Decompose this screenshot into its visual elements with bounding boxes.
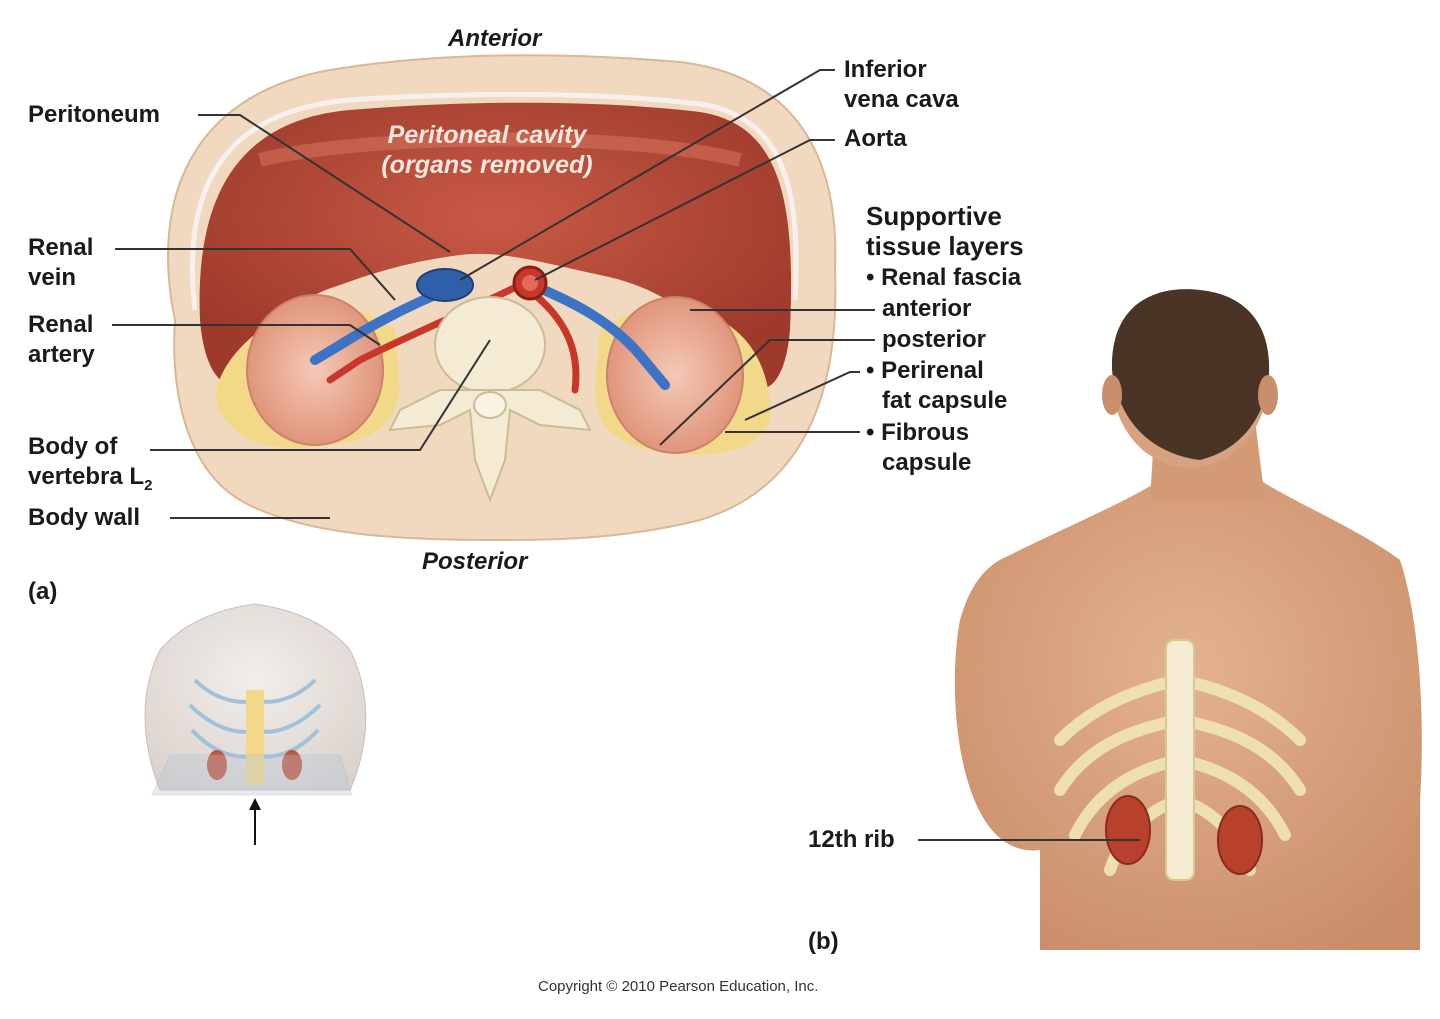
kidney-inset-right <box>282 750 302 780</box>
ear-right <box>1258 375 1278 415</box>
kidney-inset-left <box>207 750 227 780</box>
label-ivc-line2: vena cava <box>844 86 959 113</box>
label-renal-vein: Renal vein <box>28 233 93 293</box>
torso-inset <box>144 603 367 845</box>
label-perirenal-line1: • Perirenal <box>866 357 984 384</box>
leader-renal-artery <box>112 324 381 346</box>
label-posterior: Posterior <box>422 548 528 575</box>
label-vertebra-sub: 2 <box>144 476 153 494</box>
section-plane <box>151 754 353 796</box>
label-body-wall: Body wall <box>28 504 141 531</box>
label-fascia-anterior: anterior <box>882 295 972 322</box>
view-arrow-head <box>249 798 261 810</box>
label-fascia-posterior: posterior <box>882 326 987 353</box>
label-vertebra-line2: vertebra L2 <box>28 462 152 501</box>
panel-a-tag: (a) <box>28 578 58 605</box>
kidney-left <box>246 294 384 446</box>
label-supportive-line2: tissue layers <box>866 231 1024 261</box>
spine-inset <box>246 690 264 785</box>
leader-ivc <box>459 69 835 281</box>
label-renal-vein-line2: vein <box>28 264 77 291</box>
label-vertebra: Body of vertebra L2 <box>28 432 152 501</box>
vertebral-body <box>434 296 546 394</box>
label-renal-artery-line1: Renal <box>28 311 94 338</box>
leader-vertebra <box>150 339 491 451</box>
label-renal-artery: Renal artery <box>28 310 95 370</box>
label-inferior-vena-cava: Inferior vena cava <box>844 55 959 115</box>
leader-posterior <box>659 339 875 446</box>
label-fibrous-line2: capsule <box>882 449 972 476</box>
label-renal-vein-line1: Renal <box>28 234 94 261</box>
inferior-vena-cava <box>416 268 474 302</box>
label-12th-rib: 12th rib <box>808 826 895 853</box>
panel-b-tag: (b) <box>808 928 839 955</box>
leader-peritoneum <box>198 114 451 253</box>
copyright-text: Copyright © 2010 Pearson Education, Inc. <box>538 978 819 995</box>
leader-perirenal <box>744 371 860 421</box>
leader-lines <box>112 69 875 519</box>
label-peritoneal-cavity: Peritoneal cavity (organs removed) <box>317 120 657 180</box>
ear-left <box>1102 375 1122 415</box>
spinal-canal <box>473 391 507 419</box>
renal-artery-left <box>326 281 524 384</box>
label-supportive-tissue: Supportive tissue layers <box>866 201 1024 261</box>
kidney-right <box>606 296 744 454</box>
label-renal-artery-line2: artery <box>28 341 95 368</box>
hair <box>1111 289 1270 460</box>
leader-aorta <box>534 139 835 281</box>
label-cavity-line2: (organs removed) <box>381 151 593 179</box>
label-fibrous-capsule: • Fibrous capsule <box>866 418 971 478</box>
label-vertebra-text: vertebra L <box>28 463 145 490</box>
back-kidney-right <box>1217 805 1263 875</box>
renal-artery-right <box>531 291 580 394</box>
label-perirenal-fat: • Perirenal fat capsule <box>866 356 1007 416</box>
label-anterior: Anterior <box>448 25 542 52</box>
back-figure <box>918 289 1422 950</box>
label-fibrous-line1: • Fibrous <box>866 419 970 446</box>
label-vertebra-line1: Body of <box>28 433 118 460</box>
label-perirenal-line2: fat capsule <box>882 387 1008 414</box>
label-ivc-line1: Inferior <box>844 56 927 83</box>
back-kidney-left <box>1105 795 1151 865</box>
aorta-lumen <box>522 275 538 291</box>
label-aorta: Aorta <box>844 125 907 152</box>
back-spine <box>1165 639 1195 881</box>
label-supportive-line1: Supportive <box>866 201 1002 231</box>
leader-renal-vein <box>115 248 396 301</box>
label-cavity-line1: Peritoneal cavity <box>387 121 587 149</box>
label-peritoneum: Peritoneum <box>28 101 161 128</box>
peritoneum-line <box>189 91 799 311</box>
label-renal-fascia: • Renal fascia <box>866 264 1022 291</box>
